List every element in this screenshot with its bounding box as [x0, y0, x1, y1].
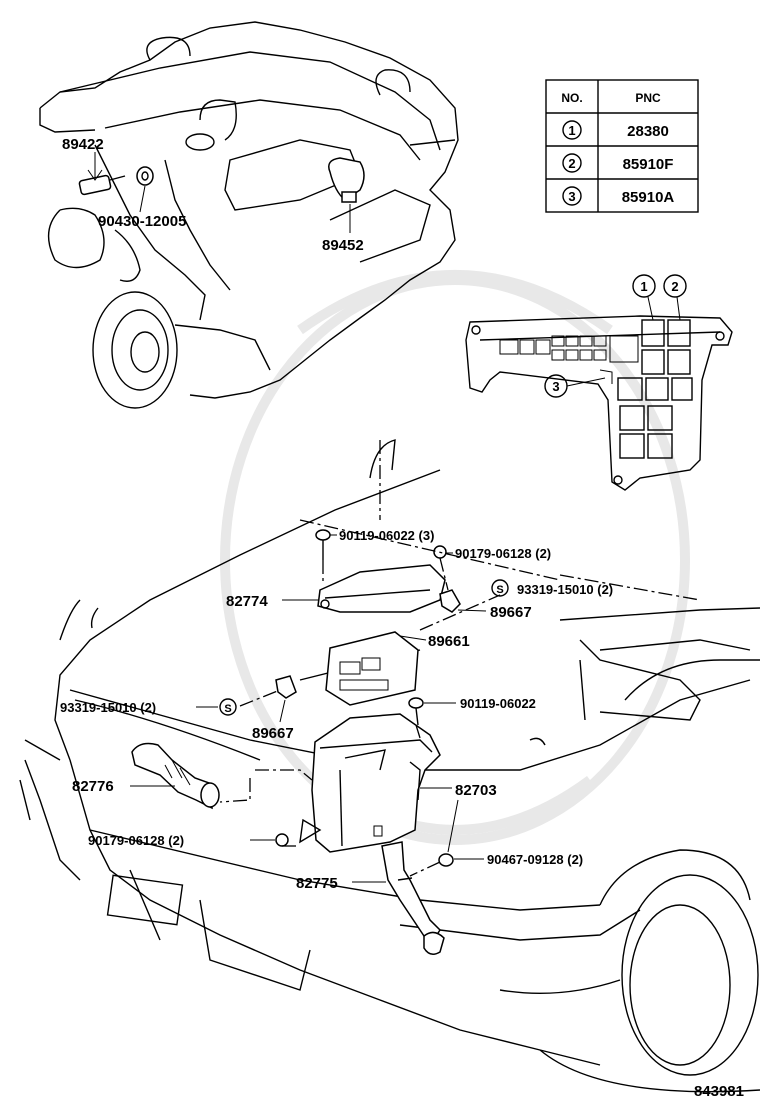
figure-number: 843981 [694, 1083, 744, 1100]
label-90179-06128-bottom: 90179-06128 (2) [88, 833, 184, 848]
table-header-no: NO. [561, 91, 582, 105]
callout-2: 2 [671, 279, 678, 294]
label-89452: 89452 [322, 237, 364, 254]
table-header-pnc: PNC [635, 91, 661, 105]
gasket-90430 [136, 166, 154, 186]
table-row-no: 1 [568, 123, 575, 138]
label-89422: 89422 [62, 136, 104, 153]
callout-s-left-circle [219, 698, 237, 716]
table-row-no: 2 [568, 156, 575, 171]
label-82775: 82775 [296, 875, 338, 892]
label-90119-06022: 90119-06022 [460, 696, 536, 711]
bracket-89667-left [275, 675, 297, 699]
callout-2-circle [663, 274, 687, 298]
label-82776: 82776 [72, 778, 114, 795]
label-93319-15010-left: 93319-15010 (2) [60, 700, 156, 715]
label-90179-06128-top: 90179-06128 (2) [455, 546, 551, 561]
bolt-90467 [438, 853, 454, 867]
label-82703: 82703 [455, 782, 497, 799]
pnc-table: NO. PNC 1 28380 2 85910F 3 85910A [545, 79, 699, 213]
sensor-89452 [328, 157, 365, 203]
duct-82775 [381, 841, 445, 955]
label-82774: 82774 [226, 593, 268, 610]
label-89667-left: 89667 [252, 725, 294, 742]
bracket-89667-right [439, 589, 461, 613]
label-90467-09128: 90467-09128 (2) [487, 852, 583, 867]
label-89667-right: 89667 [490, 604, 532, 621]
ecu-box-82703 [299, 713, 441, 853]
callout-s-right: S [496, 584, 503, 596]
bolt-90119-top [315, 529, 331, 560]
table-row-pnc: 85910F [623, 156, 674, 173]
label-90430-12005: 90430-12005 [98, 213, 186, 230]
label-89661: 89661 [428, 633, 470, 650]
ecu-89661 [325, 631, 419, 706]
nut-90179-bottom [275, 833, 289, 847]
callout-s-right-circle [491, 579, 509, 597]
relay-block-drawing [465, 315, 733, 491]
callout-3: 3 [552, 379, 559, 394]
bolt-90119-single [408, 697, 424, 726]
callout-1: 1 [640, 279, 647, 294]
table-row-no: 3 [568, 189, 575, 204]
label-90119-06022-3: 90119-06022 (3) [339, 528, 434, 543]
label-93319-15010-right: 93319-15010 (2) [517, 582, 613, 597]
duct-82776 [131, 742, 220, 810]
table-row-pnc: 85910A [622, 189, 675, 206]
engine-drawing [39, 21, 459, 409]
callout-s-left: S [224, 703, 231, 715]
table-row-pnc: 28380 [627, 123, 669, 140]
callout-1-circle [632, 274, 656, 298]
ecu-cover-82774 [317, 564, 446, 613]
